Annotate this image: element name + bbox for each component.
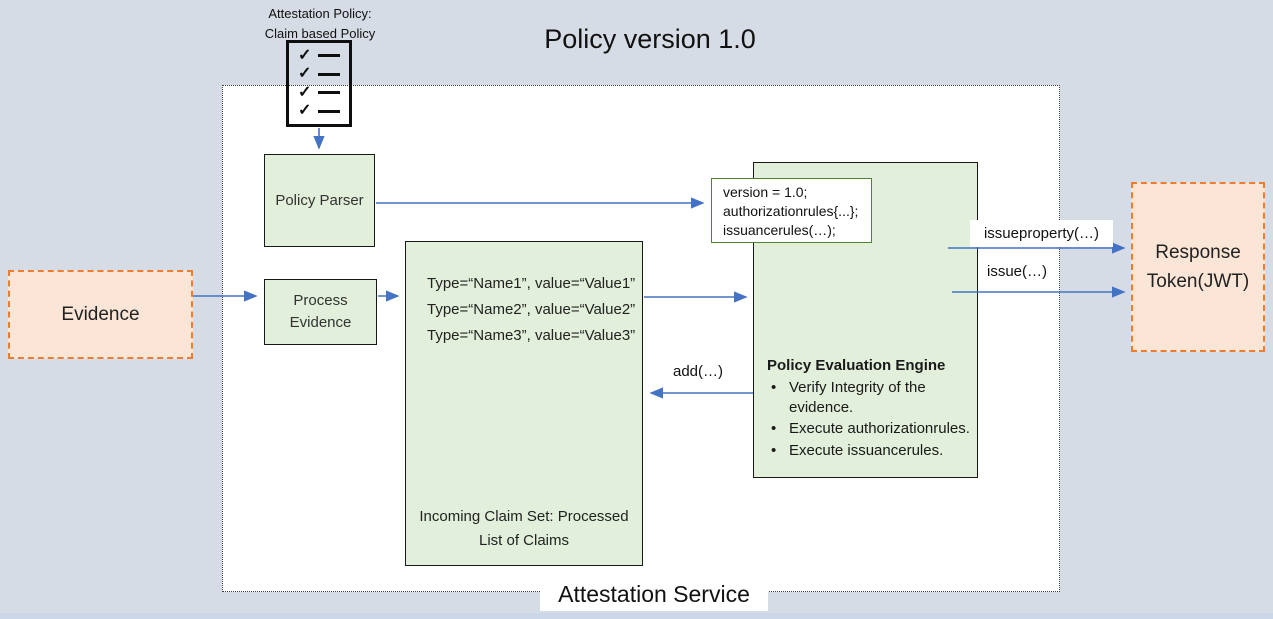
list-line-icon: [318, 91, 340, 95]
incoming-claim-set-box: Type=“Name1”, value=“Value1” Type=“Name2…: [405, 241, 643, 566]
bullet-item: • Execute authorizationrules.: [767, 419, 971, 439]
add-arrow-label: add(…): [672, 363, 724, 380]
process-evidence-box: Process Evidence: [264, 279, 377, 345]
check-icon: ✓: [298, 46, 312, 64]
bullet-text: Execute authorizationrules.: [789, 420, 970, 437]
check-icon: ✓: [298, 65, 312, 83]
check-icon: ✓: [298, 102, 312, 120]
bottom-stripe: [0, 613, 1273, 619]
policy-rules-line3: issuancerules(…);: [723, 221, 836, 238]
evidence-box: Evidence: [8, 270, 193, 359]
bullet-glyph: •: [771, 420, 777, 437]
list-line-icon: [318, 109, 340, 113]
issueproperty-arrow-label: issueproperty(…): [970, 220, 1113, 247]
claim-line: Type=“Name3”, value=“Value3”: [427, 327, 636, 344]
policy-evaluation-engine-bullets: • Verify Integrity of the evidence. • Ex…: [767, 378, 971, 460]
evidence-label: Evidence: [61, 303, 140, 325]
attestation-policy-caption-line2: Claim based Policy: [264, 26, 376, 42]
checklist-icon: ✓ ✓ ✓ ✓: [286, 40, 352, 127]
claim-line: Type=“Name2”, value=“Value2”: [427, 301, 636, 318]
issue-arrow-label: issue(…): [986, 263, 1047, 280]
policy-rules-line2: authorizationrules{...};: [723, 202, 859, 219]
checklist-row: ✓: [298, 103, 340, 119]
check-icon: ✓: [298, 83, 312, 101]
claim-lines: Type=“Name1”, value=“Value1” Type=“Name2…: [427, 275, 635, 353]
policy-evaluation-engine-title: Policy Evaluation Engine: [767, 357, 946, 374]
process-evidence-line1: Process: [293, 292, 348, 310]
bullet-glyph: •: [771, 379, 777, 396]
claim-line: Type=“Name1”, value=“Value1”: [427, 275, 636, 292]
claims-caption: Incoming Claim Set: Processed List of Cl…: [406, 505, 642, 553]
bullet-text: Execute issuancerules.: [789, 441, 944, 459]
policy-parser-box: Policy Parser: [264, 154, 375, 247]
policy-parser-label: Policy Parser: [275, 192, 364, 209]
attestation-service-label: Attestation Service: [540, 578, 768, 611]
bullet-item: • Execute issuancerules.: [767, 441, 971, 461]
policy-rules-line1: version = 1.0;: [723, 184, 808, 200]
response-token-line1: Response: [1155, 241, 1241, 263]
checklist-row: ✓: [298, 46, 340, 64]
claims-caption-line2: List of Claims: [478, 532, 570, 549]
attestation-policy-caption: Attestation Policy: Claim based Policy: [250, 4, 390, 44]
list-line-icon: [318, 54, 340, 58]
process-evidence-line2: Evidence: [289, 314, 352, 331]
bullet-item: • Verify Integrity of the evidence.: [767, 378, 971, 417]
checklist-row: ✓: [298, 66, 340, 82]
bullet-text: Verify Integrity of the evidence.: [789, 379, 926, 416]
page-title: Policy version 1.0: [544, 24, 756, 54]
list-line-icon: [318, 72, 340, 76]
process-evidence-label: Process Evidence: [290, 290, 352, 334]
response-token-line2: Token(JWT): [1146, 271, 1250, 292]
claims-caption-line1: Incoming Claim Set: Processed: [419, 508, 629, 525]
response-token-label: Response Token(JWT): [1147, 238, 1249, 297]
response-token-box: Response Token(JWT): [1131, 182, 1265, 352]
bullet-glyph: •: [771, 441, 777, 459]
policy-evaluation-engine-content: Policy Evaluation Engine • Verify Integr…: [767, 357, 971, 462]
policy-rules-text-box: version = 1.0; authorizationrules{...}; …: [711, 178, 872, 243]
checklist-row: ✓: [298, 83, 340, 101]
attestation-policy-caption-line1: Attestation Policy:: [268, 6, 372, 21]
